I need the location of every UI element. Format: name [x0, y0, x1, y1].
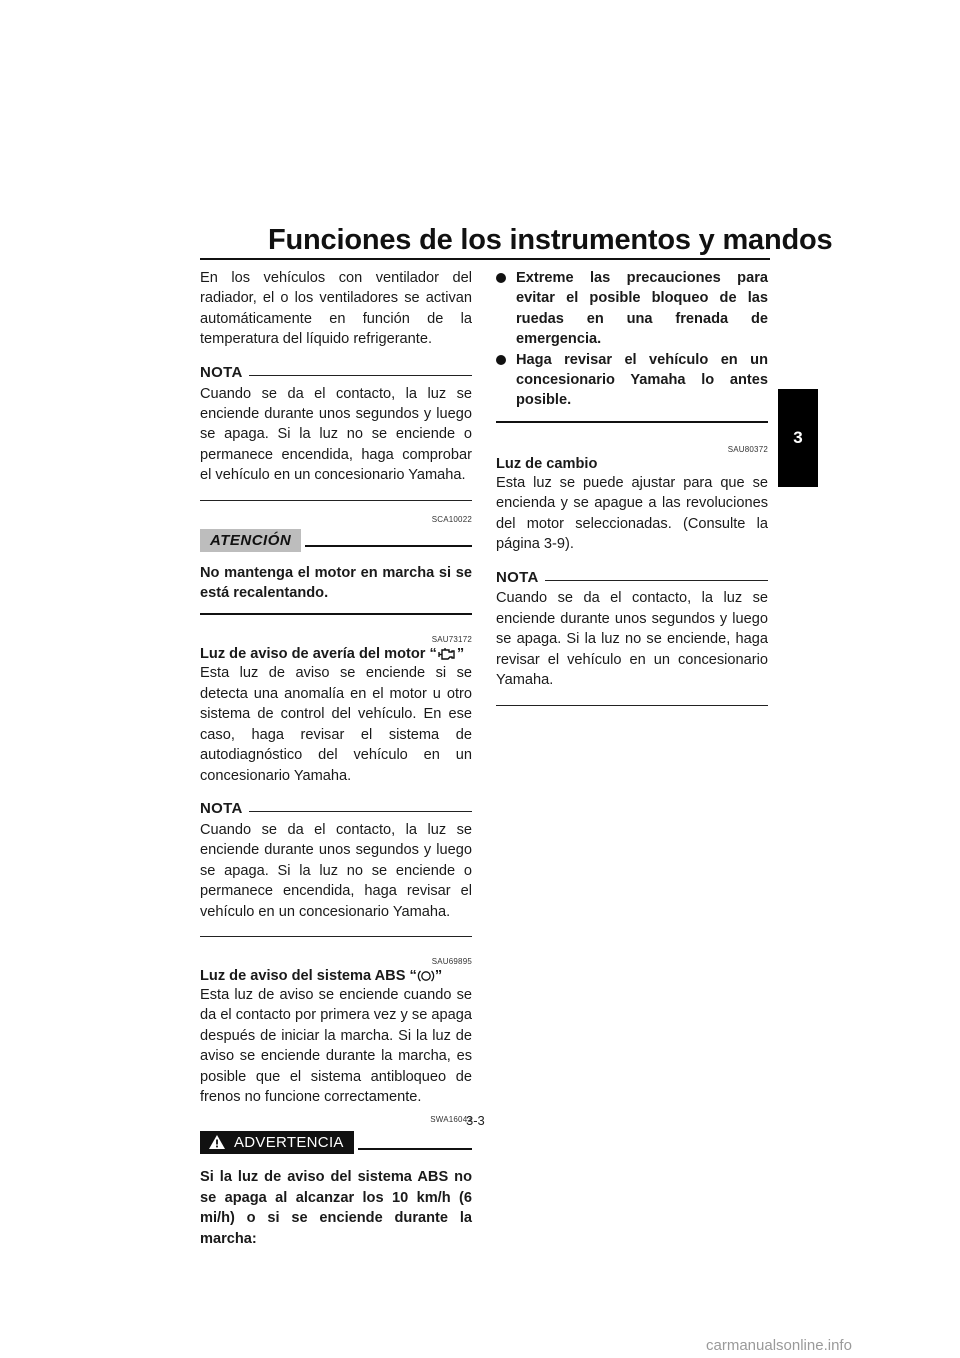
- engine-warning-text: Esta luz de aviso se enciende si se dete…: [200, 665, 472, 784]
- reference-code: SAU80372: [727, 444, 768, 454]
- note-rule: [248, 811, 472, 813]
- section-heading-shift: Luz de cambio: [496, 455, 598, 472]
- warning-bullets: Extreme las precauciones para evitar el …: [496, 268, 768, 411]
- note-rule: [544, 579, 768, 581]
- left-column: En los vehículos con ventilador del radi…: [200, 268, 472, 1249]
- intro-paragraph: En los vehículos con ventilador del radi…: [200, 270, 472, 348]
- warning-triangle-icon: [209, 1135, 225, 1150]
- chapter-tab: 3: [778, 389, 818, 487]
- list-item: Haga revisar el vehículo en un concesion…: [496, 350, 768, 411]
- shift-text: Esta luz se puede ajustar para que se en…: [496, 474, 768, 553]
- heading-text-end: ”: [456, 646, 465, 663]
- abs-warning-text: Esta luz de aviso se enciende cuando se …: [200, 986, 472, 1105]
- abs-icon: [417, 970, 435, 982]
- note-text: Cuando se da el contacto, la luz se enci…: [200, 821, 472, 920]
- bullet-icon: [496, 354, 506, 365]
- note-header: NOTA: [200, 798, 472, 820]
- warning-end-rule: [496, 420, 768, 423]
- chapter-number: 3: [793, 428, 803, 447]
- section-heading-engine-warning: Luz de aviso de avería del motor “ ”: [200, 645, 472, 663]
- note-end-rule: [200, 499, 472, 501]
- note-text: Cuando se da el contacto, la luz se enci…: [496, 590, 768, 689]
- note-text: Cuando se da el contacto, la luz se enci…: [200, 385, 472, 484]
- bullet-text: Extreme las precauciones para evitar el …: [516, 270, 768, 348]
- header-rule: [200, 258, 770, 260]
- warning-label: ADVERTENCIA: [234, 1133, 344, 1151]
- watermark: carmanualsonline.info: [706, 1337, 852, 1354]
- warning-badge: ADVERTENCIA: [200, 1130, 354, 1154]
- caution-end-rule: [200, 613, 472, 616]
- heading-text: Luz de aviso de avería del motor “: [200, 646, 437, 663]
- reference-code: SWA16043: [430, 1115, 472, 1125]
- page-number: 3-3: [466, 1113, 485, 1128]
- page-title: Funciones de los instrumentos y mandos: [268, 224, 833, 256]
- engine-check-icon: [438, 648, 455, 661]
- note-header: NOTA: [496, 566, 768, 588]
- note-end-rule: [496, 704, 768, 706]
- note-block-2: NOTA Cuando se da el contacto, la luz se…: [200, 798, 472, 937]
- caution-rule: [305, 544, 472, 547]
- warning-rule: [357, 1148, 472, 1151]
- bullet-text: Haga revisar el vehículo en un concesion…: [516, 351, 768, 409]
- heading-text: Luz de aviso del sistema ABS “: [200, 967, 417, 984]
- note-end-rule: [200, 935, 472, 937]
- heading-text-end: ”: [434, 967, 443, 984]
- caution-badge: ATENCIÓN: [200, 529, 302, 553]
- list-item: Extreme las precauciones para evitar el …: [496, 268, 768, 350]
- reference-code: SAU69895: [431, 956, 472, 966]
- note-rule: [248, 375, 472, 377]
- warning-header: ADVERTENCIA: [200, 1129, 472, 1155]
- reference-code: SCA10022: [431, 514, 472, 524]
- note-header: NOTA: [200, 362, 472, 384]
- note-label: NOTA: [200, 800, 243, 818]
- note-label: NOTA: [200, 364, 243, 382]
- note-label: NOTA: [496, 568, 539, 586]
- right-column: Extreme las precauciones para evitar el …: [496, 268, 768, 706]
- warning-text: Si la luz de aviso del sistema ABS no se…: [200, 1169, 472, 1247]
- bullet-icon: [496, 273, 506, 283]
- reference-code: SAU73172: [431, 635, 472, 645]
- note-block-3: NOTA Cuando se da el contacto, la luz se…: [496, 566, 768, 706]
- note-block-1: NOTA Cuando se da el contacto, la luz se…: [200, 362, 472, 501]
- section-heading-abs: Luz de aviso del sistema ABS “ ”: [200, 967, 472, 985]
- caution-text: No mantenga el motor en marcha si se est…: [200, 564, 472, 602]
- caution-header: ATENCIÓN: [200, 529, 472, 553]
